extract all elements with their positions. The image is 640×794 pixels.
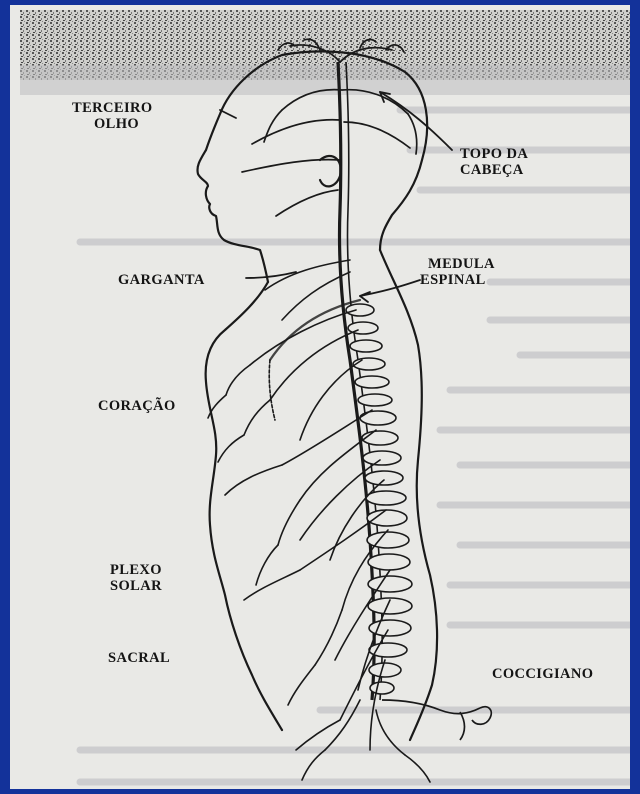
label-plexo-solar: PLEXO SOLAR — [110, 562, 162, 594]
coccyx-branches — [382, 700, 491, 740]
pointer-lines — [220, 92, 452, 302]
label-topo: TOPO DA — [460, 146, 528, 162]
label-olho: OLHO — [72, 116, 139, 132]
vertebrae — [346, 304, 412, 694]
label-plexo: PLEXO — [110, 562, 162, 578]
label-garganta-text: GARGANTA — [118, 272, 205, 288]
label-solar: SOLAR — [110, 578, 162, 594]
label-sacral: SACRAL — [108, 650, 170, 666]
label-topo-da-cabeca: TOPO DA CABEÇA — [460, 146, 528, 178]
diagram-area: TERCEIRO OLHO TOPO DA CABEÇA MEDULA ESPI… — [20, 10, 640, 794]
label-espinal: ESPINAL — [420, 272, 486, 288]
label-cabeca: CABEÇA — [460, 162, 524, 178]
label-coracao: CORAÇÃO — [98, 398, 176, 414]
label-garganta: GARGANTA — [118, 272, 205, 288]
label-coracao-text: CORAÇÃO — [98, 398, 176, 414]
label-coccigiano-text: COCCIGIANO — [492, 666, 593, 682]
label-medula-espinal: MEDULA ESPINAL — [420, 256, 495, 288]
label-terceiro: TERCEIRO — [72, 100, 153, 116]
label-coccigiano: COCCIGIANO — [492, 666, 593, 682]
label-terceiro-olho: TERCEIRO OLHO — [72, 100, 153, 132]
label-medula: MEDULA — [420, 256, 495, 272]
label-sacral-text: SACRAL — [108, 650, 170, 666]
